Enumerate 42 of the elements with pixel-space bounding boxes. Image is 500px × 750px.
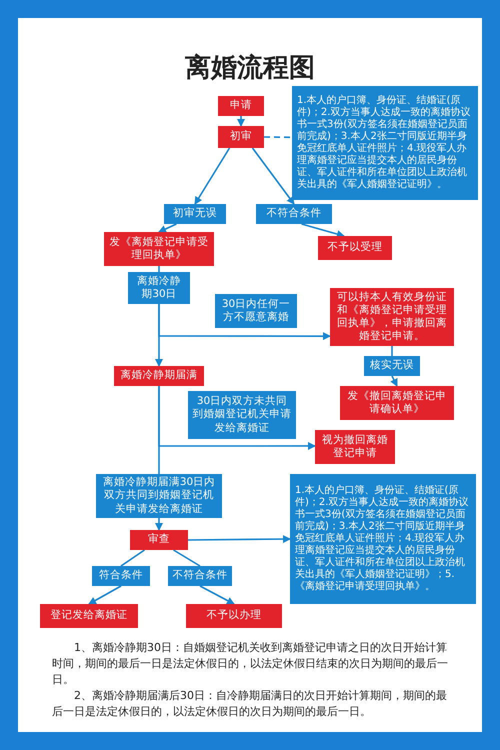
connector-line bbox=[120, 549, 145, 567]
connector-line bbox=[158, 266, 160, 272]
result-box: 不予以办理 bbox=[186, 604, 282, 628]
result-box: 发《撤回离婚登记申请确认单》 bbox=[340, 386, 454, 420]
arrow bbox=[200, 585, 235, 605]
arrow bbox=[301, 223, 345, 238]
process-box: 可以持本人有效身份证和《离婚登记申请受理回执单》，申请撤回离婚登记申请。 bbox=[330, 288, 454, 346]
diagram-title: 离婚流程图 bbox=[184, 52, 316, 85]
condition-box: 初审无误 bbox=[164, 204, 226, 224]
result-box: 登记发给离婚证 bbox=[40, 604, 138, 628]
process-box: 审查 bbox=[130, 530, 188, 550]
arrow bbox=[155, 304, 163, 367]
requirements-note: 1.本人的户口簿、身份证、结婚证(原件)；2.双方当事人达成一致的离婚协议书一式3份(双方签名须在婚姻登记员面前完成)；3.本人2张二寸同版近期半身免冠红底单人证件照片；4.现役军人办理离婚登记应当提交本人的居民身份证、军人证件和所在单位团以上政治机关出具的《军人婚姻登记证明》。 bbox=[292, 86, 478, 200]
requirements-note: 1.本人的户口簿、身份证、结婚证(原件)；2.双方当事人达成一致的离婚协议书一式3份(双方签名须在婚姻登记员面前完成)；3.本人2张二寸同版近期半身免冠红底单人证件照片；4.现役军人办理离婚登记应当提交本人的居民身份证、军人证件和所在单位团以上政治机关出具的《军人婚姻登记证明》；5.《离婚登记申请受理回执单》。 bbox=[290, 474, 476, 604]
process-box: 初审 bbox=[218, 126, 264, 148]
process-box: 离婚冷静期届满30日内双方共同到婚姻登记机关申请发给离婚证 bbox=[96, 474, 222, 518]
condition-box: 30日内任何一方不愿意离婚 bbox=[215, 294, 297, 328]
arrow bbox=[390, 376, 398, 387]
arrow bbox=[158, 223, 177, 233]
arrow bbox=[194, 148, 230, 205]
condition-box: 不符合条件 bbox=[168, 566, 232, 586]
note-paragraph: 2、离婚冷静期届满后30日：自冷静期届满日的次日开始计算期间，期间的最后一日是法定休假日的，以法定休假日的次日为期间的最后一日。 bbox=[52, 688, 448, 720]
process-box: 发《离婚登记申请受理回执单》 bbox=[104, 232, 214, 266]
process-box: 离婚冷静期届满 bbox=[114, 366, 204, 386]
arrow bbox=[237, 116, 245, 127]
note-paragraph: 1、离婚冷静期30日：自婚姻登记机关收到离婚登记申请之日的次日开始计算时间，期间的最后一日是法定休假日的，以法定休假日结束的次日为期间的最后一日。 bbox=[52, 640, 448, 688]
result-box: 视为撤回离婚登记申请 bbox=[315, 430, 395, 464]
result-box: 不予以受理 bbox=[318, 236, 392, 260]
connector-line bbox=[173, 549, 200, 567]
condition-box: 核实无误 bbox=[364, 356, 420, 376]
process-box: 申请 bbox=[218, 96, 264, 116]
condition-box: 符合条件 bbox=[92, 566, 150, 586]
connector-line bbox=[391, 346, 393, 356]
condition-box: 不符合条件 bbox=[256, 204, 332, 224]
arrow bbox=[252, 148, 295, 205]
arrow bbox=[188, 535, 291, 544]
connector-line bbox=[158, 386, 160, 474]
dashed-connector bbox=[264, 136, 292, 138]
arrow bbox=[155, 518, 163, 531]
period-box: 离婚冷静期30日 bbox=[128, 272, 190, 304]
arrow bbox=[88, 585, 122, 605]
condition-box: 30日内双方未共同到婚姻登记机关申请发给离婚证 bbox=[188, 391, 296, 439]
